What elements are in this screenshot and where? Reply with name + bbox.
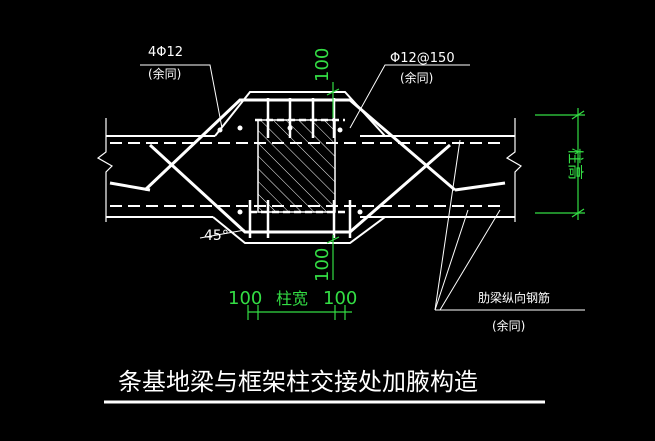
dimension-lines xyxy=(247,82,585,320)
top-left-note: (余同) xyxy=(148,66,181,81)
angle-label: 45° xyxy=(204,228,229,244)
column-section xyxy=(257,119,336,213)
column-width-label: 柱宽 xyxy=(276,289,308,308)
longitudinal-rebars xyxy=(110,142,505,207)
rib-beam-rebar-label: 肋梁纵向钢筋 xyxy=(478,290,550,305)
break-lines xyxy=(96,118,522,222)
bottom-dimension-label: 100 xyxy=(312,248,333,282)
column-height-label: 柱高 xyxy=(566,148,585,180)
drawing-title: 条基地梁与框架柱交接处加腋构造 xyxy=(118,368,478,396)
top-dimension-label: 100 xyxy=(312,48,333,82)
rib-beam-note: (余同) xyxy=(492,318,525,333)
bottom-left-dimension-label: 100 xyxy=(228,288,262,309)
leader-lines xyxy=(140,64,585,311)
top-left-rebar-label: 4Φ12 xyxy=(148,45,183,60)
top-right-note: (余同) xyxy=(400,70,433,85)
top-right-rebar-label: Φ12@150 xyxy=(390,51,455,66)
stirrups xyxy=(248,98,352,238)
haunch-rebars xyxy=(109,98,506,234)
bottom-right-dimension-label: 100 xyxy=(323,288,357,309)
rebar-dots xyxy=(217,125,363,215)
beam-outline xyxy=(106,91,515,244)
